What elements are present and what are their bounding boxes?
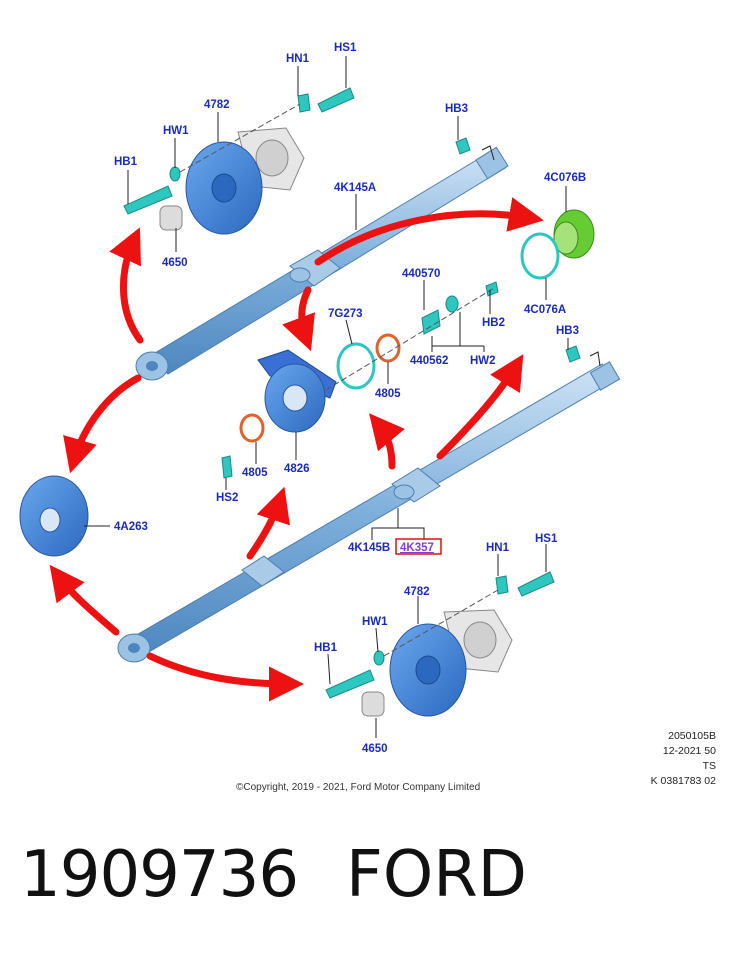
copyright-notice: ©Copyright, 2019 - 2021, Ford Motor Comp… xyxy=(236,782,481,793)
label-4c076a: 4C076A xyxy=(524,304,566,316)
label-4k357[interactable]: 4K357 xyxy=(400,542,434,554)
label-4650-top: 4650 xyxy=(162,257,188,269)
label-hs1-bot: HS1 xyxy=(535,533,558,545)
drawing-reference: 2050105B 12-2021 50 TS K 0381783 02 xyxy=(620,729,716,789)
hb3-bolt-top xyxy=(455,137,471,155)
bottom-flex-coupling-assembly xyxy=(325,571,555,717)
label-440562: 440562 xyxy=(410,355,448,367)
label-4826: 4826 xyxy=(284,463,310,475)
drawing-type: TS xyxy=(702,760,716,772)
label-hw2: HW2 xyxy=(470,355,496,367)
label-hw1-bot: HW1 xyxy=(362,616,388,628)
label-7g273: 7G273 xyxy=(328,308,363,320)
label-4782-top: 4782 xyxy=(204,99,230,111)
label-hn1-bot: HN1 xyxy=(486,542,510,554)
label-hb1-top: HB1 xyxy=(114,156,138,168)
top-flex-coupling-assembly xyxy=(123,87,355,235)
label-hb3-mid: HB3 xyxy=(556,325,579,337)
label-4782-bot: 4782 xyxy=(404,586,430,598)
drawing-date: 12-2021 50 xyxy=(662,745,716,757)
drawing-code: 2050105B xyxy=(668,730,716,742)
label-4805-left: 4805 xyxy=(242,467,268,479)
leader-lines xyxy=(84,56,601,738)
red-arrows xyxy=(49,197,544,702)
label-4805-right: 4805 xyxy=(375,388,401,400)
label-4k145b: 4K145B xyxy=(348,542,390,554)
damper-4a263 xyxy=(19,475,89,557)
label-4a263: 4A263 xyxy=(114,521,148,533)
brand-name: FORD xyxy=(346,838,527,912)
front-propshaft-4k145a xyxy=(135,146,509,381)
label-hb2: HB2 xyxy=(482,317,505,329)
centre-bearing-assembly xyxy=(221,281,499,479)
label-4k145a: 4K145A xyxy=(334,182,376,194)
label-hw1-top: HW1 xyxy=(163,125,189,137)
drawing-id: K 0381783 02 xyxy=(650,775,716,787)
label-440570: 440570 xyxy=(402,268,440,280)
label-hs1-top: HS1 xyxy=(334,42,357,54)
part-number: 1909736 xyxy=(20,838,299,912)
highlight-box-4k357 xyxy=(395,538,442,555)
label-4650-bot: 4650 xyxy=(362,743,388,755)
seal-4c076b xyxy=(553,209,595,259)
label-4c076b: 4C076B xyxy=(544,172,586,184)
label-hb3-top: HB3 xyxy=(445,103,468,115)
hb3-bolt-mid xyxy=(565,345,581,363)
label-hs2: HS2 xyxy=(216,492,238,504)
o-ring-4c076a xyxy=(520,232,560,280)
label-hb1-bot: HB1 xyxy=(314,642,338,654)
label-hn1-top: HN1 xyxy=(286,53,310,65)
